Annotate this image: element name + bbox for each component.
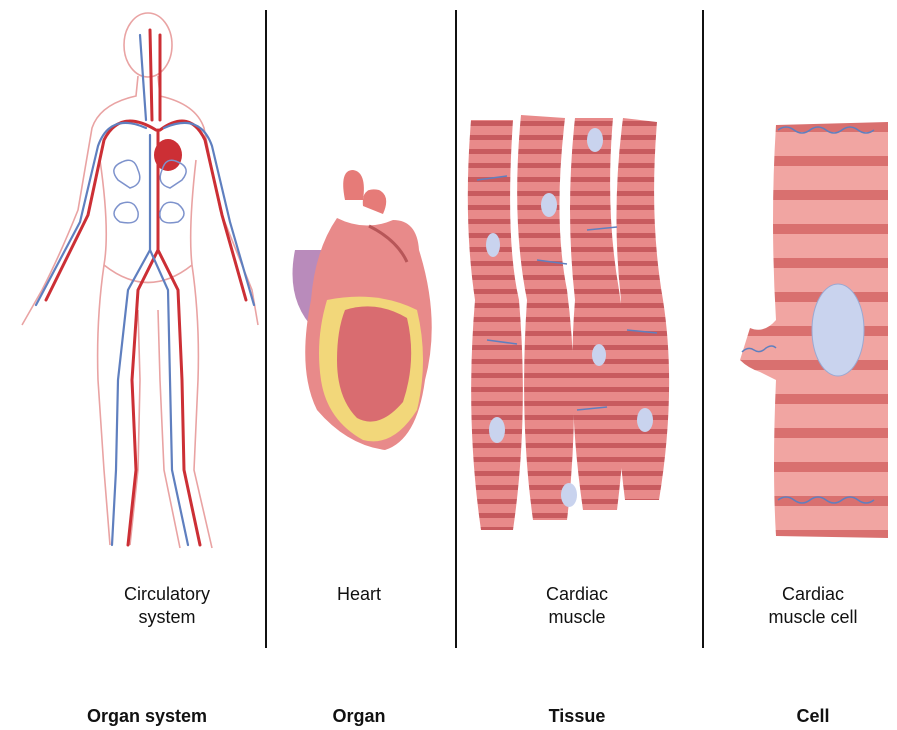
organ-level-label: Organ: [299, 706, 419, 727]
circulatory-system-caption: Circulatory system: [82, 583, 252, 629]
circulatory-system-illustration: [0, 0, 265, 570]
cardiac-muscle-cell-caption: Cardiac muscle cell: [738, 583, 888, 629]
tissue-level-label: Tissue: [497, 706, 657, 727]
cell-level-label: Cell: [738, 706, 888, 727]
organ-system-panel: Circulatory system Organ system: [0, 0, 265, 730]
cardiac-muscle-tissue-illustration: [457, 0, 702, 560]
organ-system-level-label: Organ system: [62, 706, 232, 727]
heart-caption: Heart: [299, 583, 419, 606]
heart-illustration: [267, 0, 455, 560]
cell-panel: Cardiac muscle cell Cell: [704, 0, 897, 730]
tissue-panel: Cardiac muscle Tissue: [457, 0, 702, 730]
organ-panel: Heart Organ: [267, 0, 455, 730]
cardiac-muscle-caption: Cardiac muscle: [497, 583, 657, 629]
cardiac-muscle-cell-illustration: [704, 0, 897, 560]
